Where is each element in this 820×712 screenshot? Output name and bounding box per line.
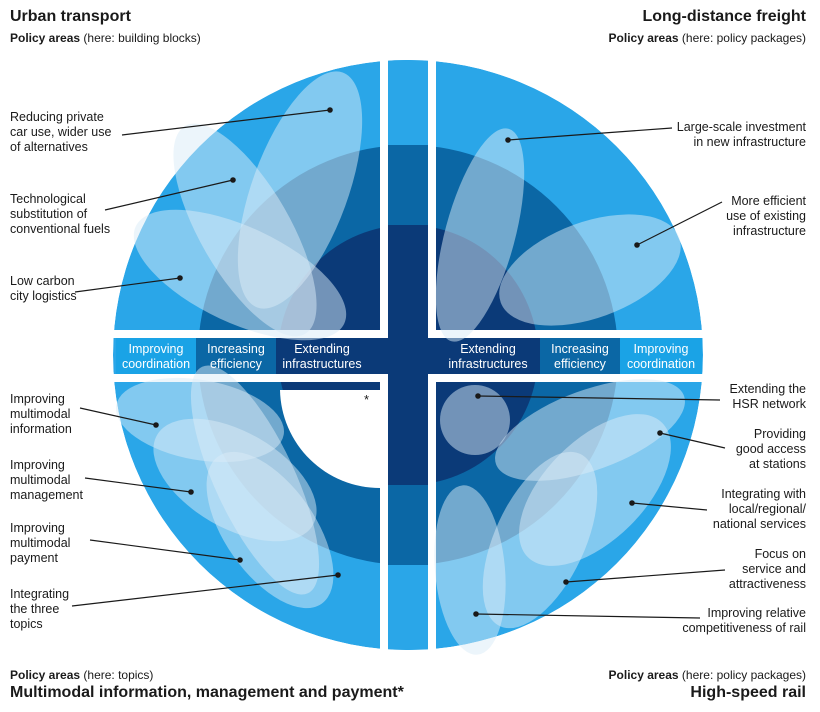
leader-dot <box>327 107 333 113</box>
leader-dot <box>188 489 194 495</box>
band-cell <box>540 338 620 374</box>
petal <box>190 365 320 595</box>
leader-dot <box>177 275 183 281</box>
leader-dot <box>629 500 635 506</box>
leader-line <box>71 574 339 607</box>
urban-transport-policy-note: Policy areas (here: building blocks) <box>10 31 201 45</box>
leader-line <box>79 407 157 426</box>
petals <box>116 71 685 655</box>
multimodal-title: Multimodal information, management and p… <box>10 684 404 701</box>
leader-dot <box>230 177 236 183</box>
policy-areas-note: (here: topics) <box>80 668 154 682</box>
petal <box>440 385 510 455</box>
leader-dot <box>237 557 243 563</box>
policy-areas-label: Policy areas <box>10 668 81 682</box>
urban-transport-title: Urban transport <box>10 8 131 25</box>
policy-areas-note: (here: policy packages) <box>678 31 806 45</box>
leader-dot <box>505 137 511 143</box>
freight-title: Long-distance freight <box>642 8 806 25</box>
leader-lines <box>71 107 726 619</box>
leader-dot <box>563 579 569 585</box>
petal <box>434 485 506 655</box>
separator <box>110 330 388 338</box>
leader-line <box>121 109 331 136</box>
leader-line <box>84 477 192 493</box>
petal <box>482 451 598 629</box>
petal <box>435 128 525 342</box>
hsr-title: High-speed rail <box>690 684 806 701</box>
hsr-policy-note: Policy areas (here: policy packages) <box>609 668 806 682</box>
policy-areas-note: (here: building blocks) <box>80 31 201 45</box>
petal <box>499 214 681 326</box>
center-cross <box>388 330 428 382</box>
separator <box>110 374 388 382</box>
petal <box>133 209 347 341</box>
leader-line <box>475 613 701 619</box>
leader-line <box>507 127 673 141</box>
leader-line <box>636 201 723 246</box>
policy-areas-note: (here: policy packages) <box>678 668 806 682</box>
policy-areas-label: Policy areas <box>608 31 679 45</box>
leader-line <box>104 179 234 211</box>
petal <box>495 379 685 481</box>
leader-dot <box>335 572 341 578</box>
leader-line <box>477 395 721 401</box>
band-cell <box>620 338 702 374</box>
band-cell <box>116 338 196 374</box>
policy-areas-label: Policy areas <box>608 668 679 682</box>
leader-dot <box>153 422 159 428</box>
cutout-quarter <box>280 390 380 488</box>
leader-dot <box>634 242 640 248</box>
leader-line <box>89 539 241 561</box>
freight-policy-note: Policy areas (here: policy packages) <box>609 31 806 45</box>
asterisk-mark: * <box>364 392 370 407</box>
leader-dot <box>657 430 663 436</box>
multimodal-policy-note: Policy areas (here: topics) <box>10 668 153 682</box>
leader-dot <box>473 611 479 617</box>
leader-line <box>74 277 181 293</box>
policy-areas-label: Policy areas <box>10 31 81 45</box>
leader-dot <box>475 393 481 399</box>
leader-line <box>565 569 726 583</box>
leader-line <box>659 432 726 449</box>
separator <box>428 330 710 338</box>
leader-line <box>631 502 708 511</box>
separator <box>428 374 710 382</box>
